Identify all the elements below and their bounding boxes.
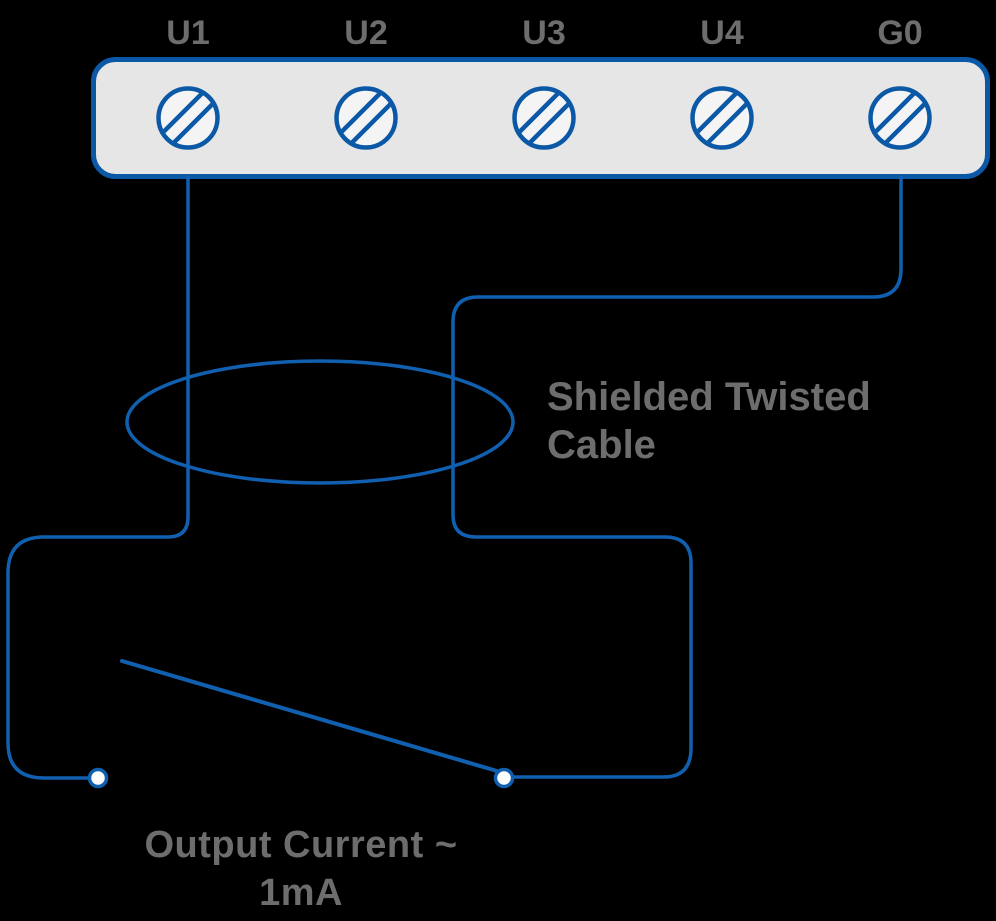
screw-terminal-icon-u3 (512, 86, 576, 150)
screw-slot-lines (872, 90, 928, 146)
terminal-screw-circle (512, 86, 576, 150)
screw-terminal-icon-u1 (156, 86, 220, 150)
twisted-cable-loop (125, 359, 515, 485)
wire-u1 (6, 176, 190, 780)
screw-slot-lines (338, 90, 394, 146)
cable-label-line2: Cable (547, 423, 656, 467)
switch-contact-left (87, 767, 109, 789)
terminal-screw-circle (156, 86, 220, 150)
output-label-line2: 1mA (259, 872, 343, 914)
screw-slot-lines (160, 90, 216, 146)
terminal-label-u1: U1 (166, 14, 209, 52)
terminal-label-u2: U2 (344, 14, 387, 52)
terminal-label-g0: G0 (877, 14, 922, 52)
screw-slot-lines (694, 90, 750, 146)
cable-label-line1: Shielded Twisted (547, 375, 871, 419)
wire-g0 (451, 176, 903, 779)
terminal-screw-circle (868, 86, 932, 150)
terminal-label-u3: U3 (522, 14, 565, 52)
switch-lever (120, 659, 499, 773)
screw-terminal-icon-u2 (334, 86, 398, 150)
screw-terminal-icon-g0 (868, 86, 932, 150)
output-label-line1: Output Current ~ (144, 824, 457, 866)
terminal-screw-circle (690, 86, 754, 150)
screw-terminal-icon-u4 (690, 86, 754, 150)
switch-contact-right (493, 767, 515, 789)
screw-slot-lines (516, 90, 572, 146)
terminal-label-u4: U4 (700, 14, 744, 52)
terminal-screw-circle (334, 86, 398, 150)
